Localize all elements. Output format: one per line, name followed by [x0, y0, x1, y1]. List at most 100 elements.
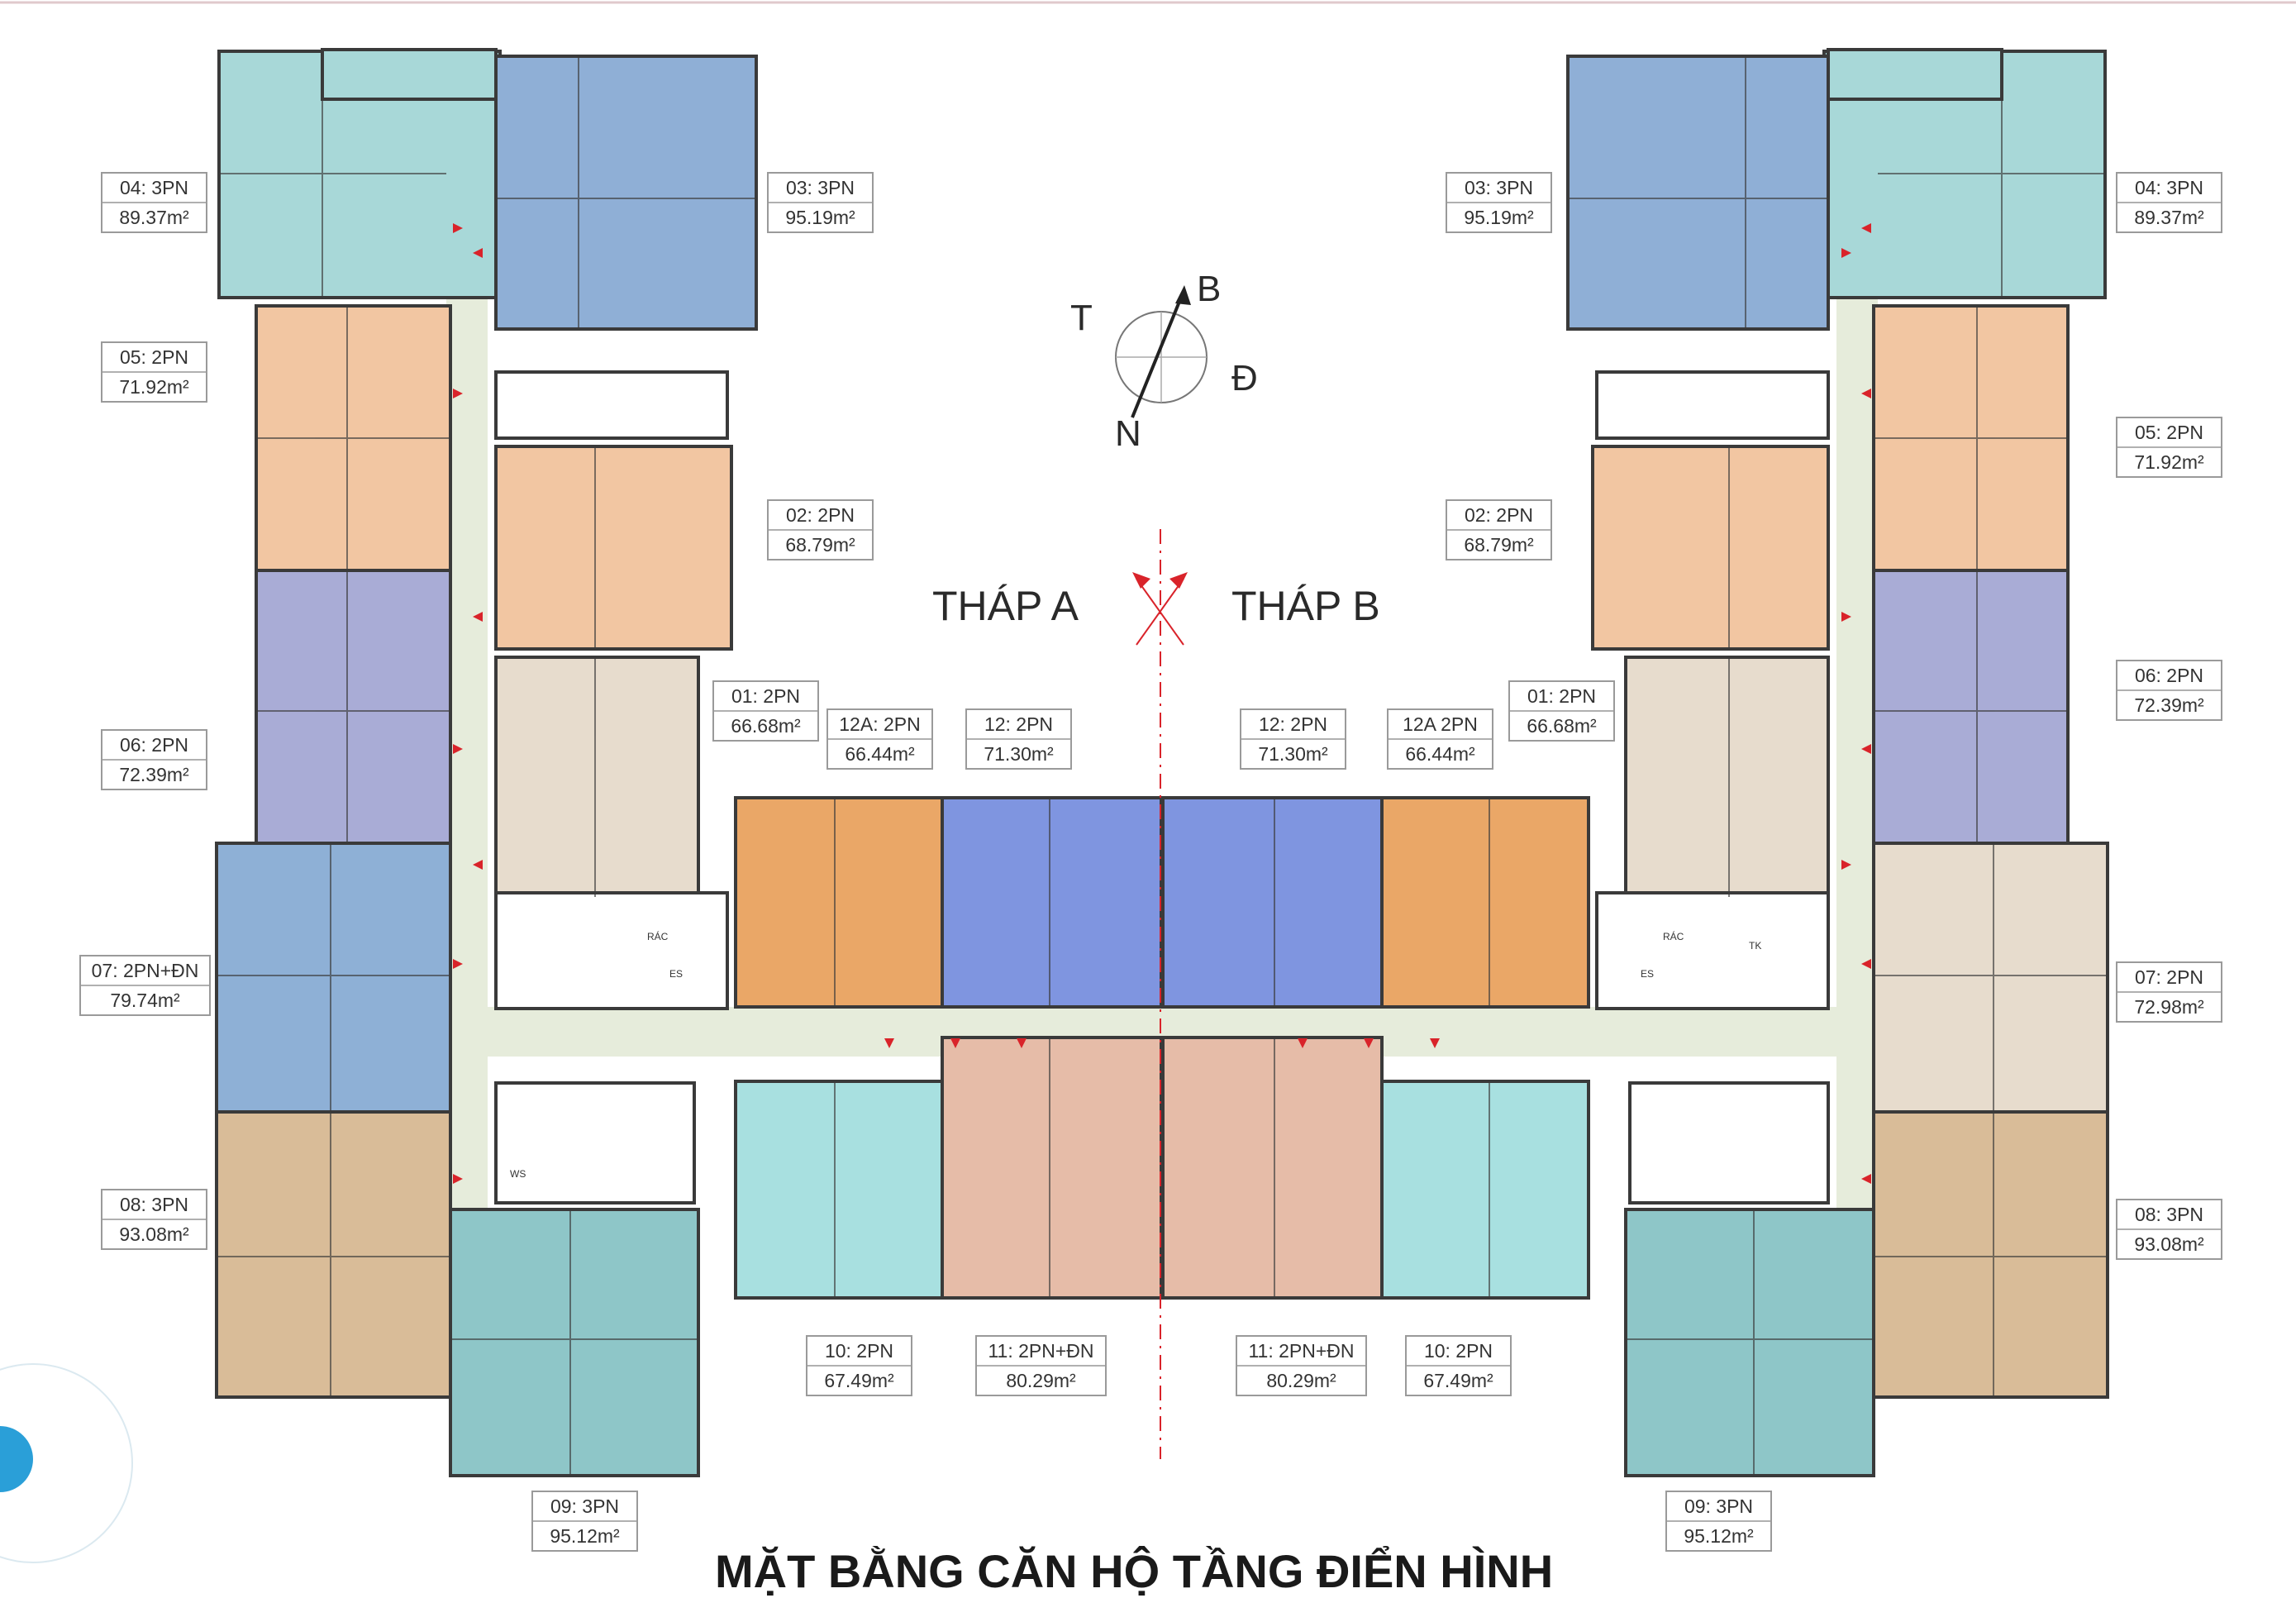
unit-09 [1624, 1208, 1875, 1477]
unit-label-b06: 06: 2PN 72.39m² [2116, 660, 2222, 721]
logo-icon [0, 1363, 133, 1563]
unit-01 [494, 656, 700, 899]
corridor-vertical [446, 222, 488, 1209]
unit-label-b01: 01: 2PN 66.68m² [1508, 680, 1615, 742]
unit-name: 05: 2PN [2117, 418, 2221, 448]
unit-name: 01: 2PN [714, 682, 817, 712]
unit-08 [215, 1110, 452, 1399]
room-tag-rac: RÁC [1663, 930, 1684, 942]
unit-09 [449, 1208, 700, 1477]
unit-name: 07: 2PN+ĐN [81, 956, 209, 986]
core-top [1595, 370, 1830, 440]
unit-area: 79.74m² [110, 990, 180, 1011]
unit-10 [1380, 1080, 1590, 1300]
unit-area: 66.44m² [1405, 743, 1475, 765]
unit-12a [1380, 796, 1590, 1009]
room-tag-ws: WS [510, 1168, 526, 1180]
unit-10 [734, 1080, 944, 1300]
room-tag-tk: TK [1749, 940, 1761, 952]
unit-name: 06: 2PN [2117, 661, 2221, 691]
unit-label-b02: 02: 2PN 68.79m² [1446, 499, 1552, 560]
unit-name: 04: 3PN [2117, 174, 2221, 203]
unit-label-b12: 12: 2PN 71.30m² [1240, 708, 1346, 770]
compass-label-d: Đ [1231, 358, 1258, 398]
unit-area: 66.68m² [1527, 715, 1597, 737]
unit-area: 68.79m² [785, 534, 855, 556]
unit-name: 09: 3PN [533, 1492, 636, 1522]
unit-area: 89.37m² [119, 207, 189, 228]
page-title: MẶT BẰNG CĂN HỘ TẦNG ĐIỂN HÌNH [715, 1545, 1554, 1597]
unit-area: 68.79m² [1464, 534, 1534, 556]
unit-name: 08: 3PN [2117, 1200, 2221, 1230]
unit-name: 07: 2PN [2117, 963, 2221, 993]
tower-a-title: THÁP A [932, 583, 1079, 629]
tower-a [215, 48, 1492, 1477]
unit-area: 71.92m² [2134, 451, 2204, 473]
compass-icon [1115, 285, 1208, 418]
core-bottom [494, 1081, 696, 1204]
unit-04-wing [1827, 48, 2003, 101]
unit-02 [494, 445, 733, 651]
unit-area: 95.19m² [785, 207, 855, 228]
core-mid [494, 891, 729, 1010]
unit-label-b05: 05: 2PN 71.92m² [2116, 417, 2222, 478]
compass-label-t: T [1070, 298, 1093, 338]
room-tag-rac: RÁC [647, 930, 669, 942]
unit-name: 02: 2PN [769, 501, 872, 531]
unit-label-a02: 02: 2PN 68.79m² [767, 499, 874, 560]
unit-name: 12: 2PN [1241, 710, 1345, 740]
unit-label-b04: 04: 3PN 89.37m² [2116, 172, 2222, 233]
unit-area: 71.30m² [1258, 743, 1328, 765]
unit-name: 04: 3PN [102, 174, 206, 203]
unit-area: 67.49m² [824, 1370, 894, 1391]
tower-separator-icon [1132, 572, 1188, 646]
unit-name: 01: 2PN [1510, 682, 1613, 712]
unit-07 [1872, 842, 2109, 1114]
unit-name: 12A 2PN [1389, 710, 1492, 740]
unit-area: 80.29m² [1006, 1370, 1076, 1391]
unit-name: 10: 2PN [1407, 1337, 1510, 1367]
unit-02 [1591, 445, 1830, 651]
unit-name: 02: 2PN [1447, 501, 1551, 531]
unit-area: 95.19m² [1464, 207, 1534, 228]
unit-label-b10: 10: 2PN 67.49m² [1405, 1335, 1512, 1396]
unit-label-b07: 07: 2PN 72.98m² [2116, 961, 2222, 1023]
unit-name: 12: 2PN [967, 710, 1070, 740]
unit-name: 06: 2PN [102, 731, 206, 761]
unit-area: 67.49m² [1423, 1370, 1493, 1391]
unit-name: 08: 3PN [102, 1190, 206, 1220]
unit-12a [734, 796, 944, 1009]
unit-area: 66.44m² [845, 743, 915, 765]
unit-label-b12a: 12A 2PN 66.44m² [1387, 708, 1493, 770]
unit-name: 11: 2PN+ĐN [977, 1337, 1105, 1367]
unit-name: 03: 3PN [769, 174, 872, 203]
unit-07 [215, 842, 452, 1114]
unit-01 [1624, 656, 1830, 899]
unit-name: 03: 3PN [1447, 174, 1551, 203]
unit-name: 09: 3PN [1667, 1492, 1770, 1522]
room-tag-es: ES [1641, 968, 1654, 980]
partitions-a [217, 51, 1050, 1476]
unit-name: 11: 2PN+ĐN [1237, 1337, 1365, 1367]
unit-03 [494, 55, 758, 331]
unit-label-a07: 07: 2PN+ĐN 79.74m² [79, 955, 211, 1016]
unit-area: 93.08m² [119, 1224, 189, 1245]
unit-06 [255, 569, 452, 845]
unit-label-b03: 03: 3PN 95.19m² [1446, 172, 1552, 233]
corridor-vertical [1836, 222, 1878, 1209]
unit-03 [1566, 55, 1830, 331]
unit-area: 72.39m² [2134, 694, 2204, 716]
unit-11 [1161, 1036, 1384, 1300]
compass-label-n: N [1115, 413, 1141, 454]
unit-area: 89.37m² [2134, 207, 2204, 228]
unit-area: 72.98m² [2134, 996, 2204, 1018]
